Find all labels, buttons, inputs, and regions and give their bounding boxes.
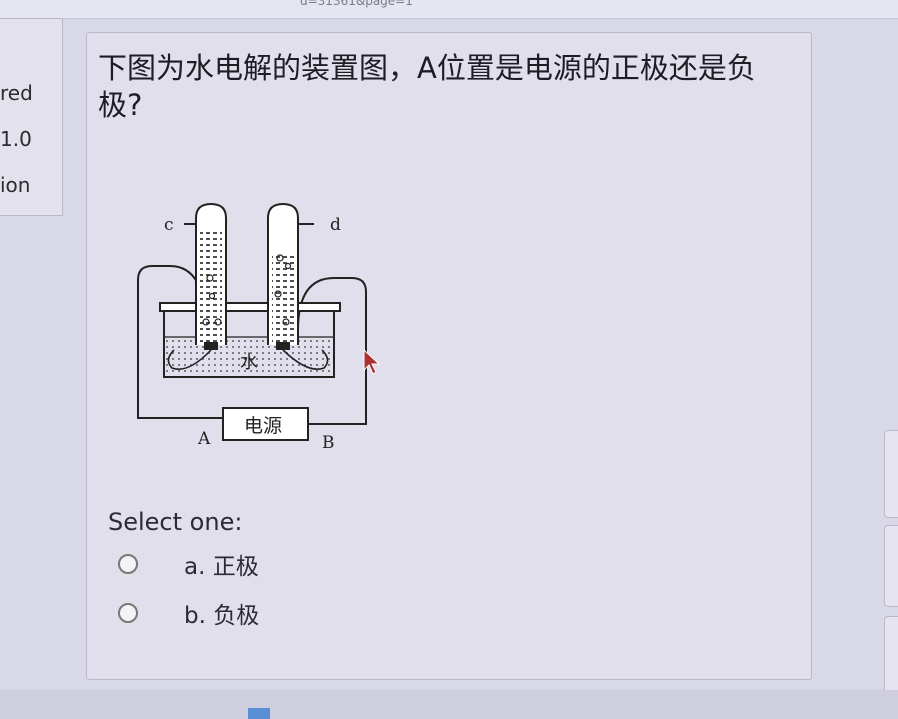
option-b[interactable]: b. 负极 xyxy=(118,598,259,629)
power-supply-box xyxy=(222,407,309,441)
electrode-left xyxy=(204,342,218,350)
radio-button-a[interactable] xyxy=(118,554,138,574)
electrolysis-diagram: c d 水 电源 A B xyxy=(137,202,367,453)
mouse-cursor-icon xyxy=(363,348,381,375)
right-side-tab-2 xyxy=(884,525,898,607)
select-one-label: Select one: xyxy=(108,508,243,536)
label-A: A xyxy=(197,429,211,449)
sidebar-text-status: red xyxy=(0,81,33,105)
electrode-right xyxy=(276,342,290,350)
water-body xyxy=(165,337,333,376)
left-sidebar-panel: red 1.0 ion xyxy=(0,18,63,216)
basin-rim xyxy=(159,302,341,312)
label-power-supply: 电源 xyxy=(244,415,282,437)
sidebar-text-marks: 1.0 xyxy=(0,127,32,151)
windows-start-icon[interactable] xyxy=(248,708,270,719)
right-side-tab-3 xyxy=(884,616,898,698)
right-side-tab-1 xyxy=(884,430,898,518)
option-a[interactable]: a. 正极 xyxy=(118,549,259,580)
label-water: 水 xyxy=(240,352,258,373)
wire-right xyxy=(297,277,367,425)
label-d: d xyxy=(330,215,341,235)
url-fragment: d=31361&page=1 xyxy=(300,0,413,8)
radio-button-b[interactable] xyxy=(118,603,138,623)
label-B: B xyxy=(322,433,335,453)
sidebar-text-question: ion xyxy=(0,173,31,197)
screen-bottom-bezel xyxy=(0,690,898,719)
question-text: 下图为水电解的装置图，A位置是电源的正极还是负极? xyxy=(98,51,756,122)
label-c: c xyxy=(164,215,174,235)
option-a-label[interactable]: a. 正极 xyxy=(184,554,259,580)
browser-top-bar: d=31361&page=1 xyxy=(0,0,898,19)
option-b-label[interactable]: b. 负极 xyxy=(184,603,260,629)
